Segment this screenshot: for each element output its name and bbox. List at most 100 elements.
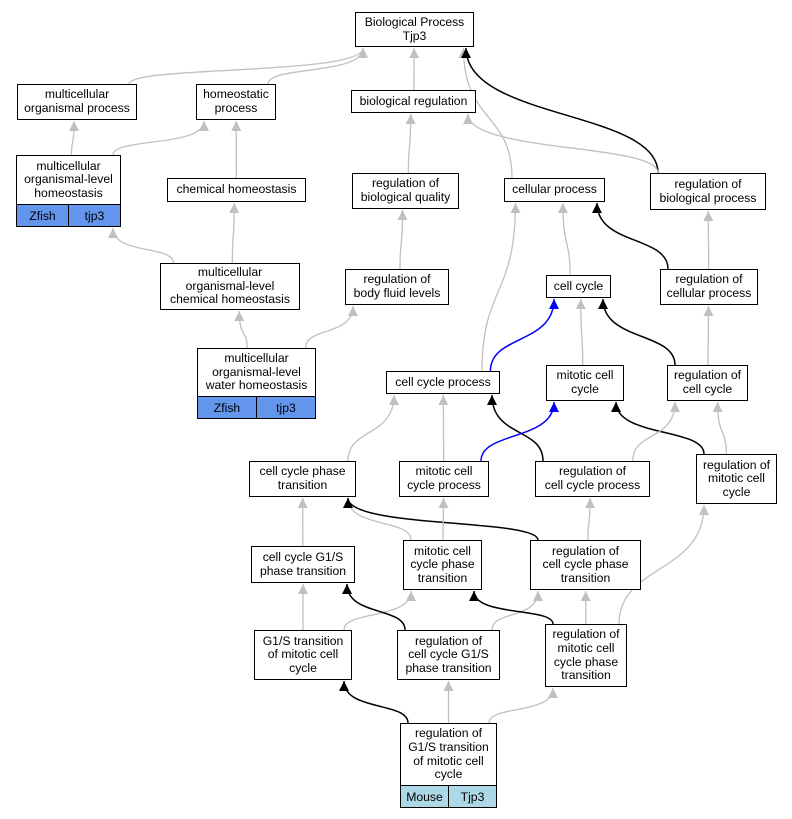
edge-hp-to-bp xyxy=(267,47,368,85)
node-label: cell cycle phase transition xyxy=(259,464,346,492)
node-molch[interactable]: multicellular organismal-level chemical … xyxy=(160,263,300,310)
node-rbfl[interactable]: regulation of body fluid levels xyxy=(345,269,449,305)
node-label: regulation of cell cycle process xyxy=(544,464,641,492)
edge-rbfl-to-rbq xyxy=(397,209,408,270)
node-label: mitotic cell cycle phase transition xyxy=(410,543,475,585)
edge-ccp-to-cc xyxy=(489,298,559,372)
edge-mccp-to-mcc xyxy=(480,401,559,462)
node-label: chemical homeostasis xyxy=(176,182,297,197)
node-label: cell cycle G1/S phase transition xyxy=(259,549,347,578)
gene-tag: tjp3 xyxy=(256,397,315,418)
edge-cc-to-cp xyxy=(557,202,571,276)
edge-rccg1s-to-rccpt xyxy=(491,590,543,631)
edge-molh-to-hp xyxy=(112,120,209,156)
node-rbp[interactable]: regulation of biological process xyxy=(650,173,766,210)
edge-ccp-to-cp xyxy=(481,202,521,372)
node-ccp[interactable]: cell cycle process xyxy=(386,371,500,394)
node-mcc[interactable]: mitotic cell cycle xyxy=(546,365,624,401)
edge-molwh-to-molch xyxy=(234,310,248,349)
node-mccp[interactable]: mitotic cell cycle process xyxy=(399,461,489,497)
node-label: biological regulation xyxy=(359,93,468,108)
species-tag: Zfish xyxy=(198,397,256,418)
edge-rbq-to-breg xyxy=(405,113,416,174)
node-label: mitotic cell cycle process xyxy=(407,464,481,492)
edge-ccpt-to-ccp xyxy=(347,394,399,462)
edge-rmcc-to-mcc xyxy=(611,401,705,455)
node-label: cell cycle process xyxy=(395,374,491,389)
edge-molch-to-chemh xyxy=(229,202,240,264)
gene-tag: tjp3 xyxy=(68,205,120,226)
node-mccpt[interactable]: mitotic cell cycle phase transition xyxy=(403,540,482,590)
node-chemh[interactable]: chemical homeostasis xyxy=(167,178,306,202)
node-molh[interactable]: multicellular organismal-level homeostas… xyxy=(16,155,121,227)
node-label: regulation of cell cycle xyxy=(673,368,742,396)
node-breg[interactable]: biological regulation xyxy=(351,90,476,113)
node-ccpt[interactable]: cell cycle phase transition xyxy=(249,461,356,497)
node-label: multicellular organismal-level homeostas… xyxy=(24,158,113,200)
node-cc[interactable]: cell cycle xyxy=(546,275,611,298)
species-tag: Mouse xyxy=(401,786,448,807)
node-rg1s[interactable]: regulation of G1/S transition of mitotic… xyxy=(400,723,497,808)
edge-mcc-to-cc xyxy=(575,298,586,366)
node-label: regulation of biological process xyxy=(659,176,757,205)
edge-g1smcc-to-mccpt xyxy=(343,590,416,631)
node-label: regulation of G1/S transition of mitotic… xyxy=(408,726,489,782)
edge-mccpt-to-ccpt xyxy=(343,497,412,541)
node-rmccpt[interactable]: regulation of mitotic cell cycle phase t… xyxy=(545,624,627,687)
node-label: regulation of biological quality xyxy=(360,176,451,204)
edge-rbp-to-bp xyxy=(461,47,659,174)
species-tag: Zfish xyxy=(17,205,68,226)
node-label: regulation of body fluid levels xyxy=(353,272,441,300)
node-rccg1s[interactable]: regulation of cell cycle G1/S phase tran… xyxy=(397,630,500,680)
node-label: homeostatic process xyxy=(203,87,269,115)
edge-molch-to-molh xyxy=(108,227,175,264)
node-label: multicellular organismal process xyxy=(24,87,130,115)
edge-rccp-to-ccp xyxy=(487,394,544,462)
node-label: regulation of mitotic cell cycle xyxy=(702,457,771,499)
edge-rccg1s-to-ccg1s xyxy=(342,583,406,631)
node-rccp[interactable]: regulation of cell cycle process xyxy=(535,461,650,497)
node-bp[interactable]: Biological Process Tjp3 xyxy=(355,12,474,47)
node-label: multicellular organismal-level water hom… xyxy=(205,351,308,393)
node-rmcc[interactable]: regulation of mitotic cell cycle xyxy=(696,454,777,504)
node-g1smcc[interactable]: G1/S transition of mitotic cell cycle xyxy=(254,630,352,680)
node-label: mitotic cell cycle xyxy=(556,368,614,396)
edge-rcp-to-cp xyxy=(592,202,669,270)
edge-rmccpt-to-mccpt xyxy=(469,590,554,625)
node-label: regulation of cellular process xyxy=(666,272,752,300)
node-rcc[interactable]: regulation of cell cycle xyxy=(667,365,748,401)
edge-cp-to-bp xyxy=(458,47,513,179)
node-label: Biological Process Tjp3 xyxy=(364,14,465,43)
edge-rcc-to-cc xyxy=(598,298,676,366)
node-hp[interactable]: homeostatic process xyxy=(196,84,276,120)
node-label: cell cycle xyxy=(553,278,604,293)
edge-rccpt-to-rccp xyxy=(585,497,596,541)
edge-rg1s-to-g1smcc xyxy=(339,680,409,724)
edge-rmccpt-to-rmcc xyxy=(618,504,709,625)
node-rcp[interactable]: regulation of cellular process xyxy=(660,269,758,305)
node-rbq[interactable]: regulation of biological quality xyxy=(352,173,459,209)
node-mop[interactable]: multicellular organismal process xyxy=(17,84,137,120)
node-ccg1s[interactable]: cell cycle G1/S phase transition xyxy=(251,546,355,583)
edge-rmcc-to-rcc xyxy=(712,401,727,455)
edge-rbp-to-breg xyxy=(463,113,659,174)
edge-mop-to-bp xyxy=(128,47,368,85)
node-label: regulation of mitotic cell cycle phase t… xyxy=(552,627,620,683)
edge-molh-to-mop xyxy=(69,120,80,156)
node-cp[interactable]: cellular process xyxy=(504,178,605,202)
node-label: cellular process xyxy=(512,182,597,197)
node-label: multicellular organismal-level chemical … xyxy=(170,265,290,307)
edge-rccp-to-rcc xyxy=(632,401,680,462)
node-label: regulation of cell cycle G1/S phase tran… xyxy=(405,633,492,675)
node-label: G1/S transition of mitotic cell cycle xyxy=(262,633,344,675)
node-molwh[interactable]: multicellular organismal-level water hom… xyxy=(197,348,316,419)
edge-rg1s-to-rmccpt xyxy=(488,687,558,724)
edge-molwh-to-rbfl xyxy=(305,305,358,349)
gene-tag: Tjp3 xyxy=(448,786,496,807)
node-rccpt[interactable]: regulation of cell cycle phase transitio… xyxy=(530,540,641,590)
